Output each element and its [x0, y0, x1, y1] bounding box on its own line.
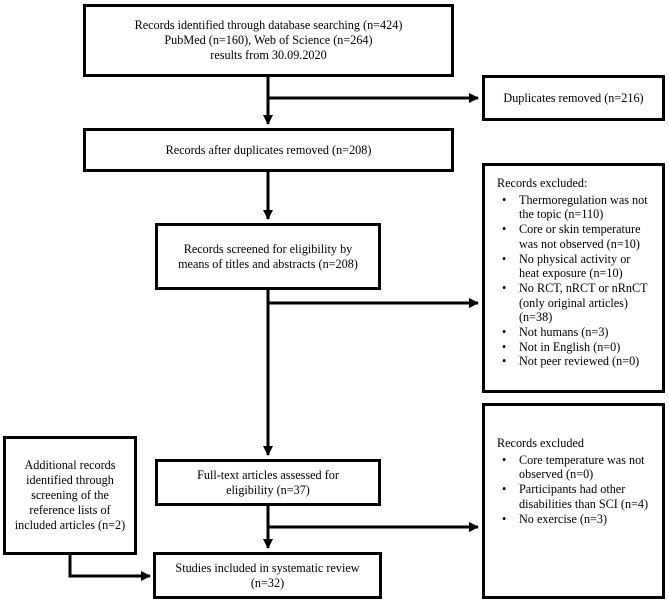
- fulltext-assessed-box: Full-text articles assessed for eligibil…: [155, 459, 381, 506]
- additional-records-line4: reference lists of: [29, 503, 111, 517]
- additional-records-line3: screening of the: [31, 488, 109, 502]
- records-screened-box: Records screened for eligibility by mean…: [155, 223, 381, 290]
- records-excluded-fulltext-list: Core temperature was not observed (n=0) …: [497, 453, 652, 527]
- arrow-additional-to-included: [68, 555, 151, 581]
- records-identified-box: Records identified through database sear…: [83, 4, 454, 77]
- records-excluded-fulltext-box: Records excluded Core temperature was no…: [482, 403, 665, 599]
- records-after-duplicates-box: Records after duplicates removed (n=208): [83, 128, 454, 172]
- list-item: Not in English (n=0): [497, 340, 652, 355]
- records-identified-line3: results from 30.09.2020: [210, 48, 327, 62]
- studies-included-line1: Studies included in systematic review: [175, 560, 360, 575]
- additional-records-line5: included articles (n=2): [14, 518, 126, 532]
- records-screened-line1: Records screened for eligibility by: [183, 241, 353, 256]
- fulltext-assessed-line2: eligibility (n=37): [226, 482, 310, 497]
- records-excluded-screening-title: Records excluded:: [497, 176, 588, 190]
- records-identified-line2: PubMed (n=160), Web of Science (n=264): [164, 33, 373, 47]
- duplicates-removed-label: Duplicates removed (n=216): [503, 90, 644, 105]
- fulltext-assessed-line1: Full-text articles assessed for: [197, 467, 339, 482]
- records-screened-line2: means of titles and abstracts (n=208): [178, 256, 358, 271]
- records-identified-line1: Records identified through database sear…: [134, 18, 403, 32]
- records-excluded-screening-box: Records excluded: Thermoregulation was n…: [482, 163, 665, 393]
- additional-records-line2: identified through: [26, 473, 114, 487]
- studies-included-line2: (n=32): [250, 575, 285, 590]
- duplicates-removed-box: Duplicates removed (n=216): [482, 75, 665, 121]
- list-item: No exercise (n=3): [497, 512, 652, 527]
- records-after-duplicates-label: Records after duplicates removed (n=208): [165, 142, 372, 157]
- additional-records-box: Additional records identified through sc…: [3, 436, 137, 555]
- studies-included-box: Studies included in systematic review (n…: [153, 552, 382, 599]
- list-item: No RCT, nRCT or nRnCT (only original art…: [497, 281, 652, 325]
- list-item: Thermoregulation was not the topic (n=11…: [497, 193, 652, 222]
- list-item: No physical activity or heat exposure (n…: [497, 252, 652, 281]
- list-item: Participants had other disabilities than…: [497, 482, 652, 511]
- list-item: Core temperature was not observed (n=0): [497, 453, 652, 482]
- list-item: Not peer reviewed (n=0): [497, 354, 652, 369]
- list-item: Core or skin temperature was not observe…: [497, 222, 652, 251]
- list-item: Not humans (n=3): [497, 325, 652, 340]
- additional-records-line1: Additional records: [24, 458, 116, 472]
- records-excluded-screening-list: Thermoregulation was not the topic (n=11…: [497, 193, 652, 369]
- records-excluded-fulltext-title: Records excluded: [497, 436, 584, 450]
